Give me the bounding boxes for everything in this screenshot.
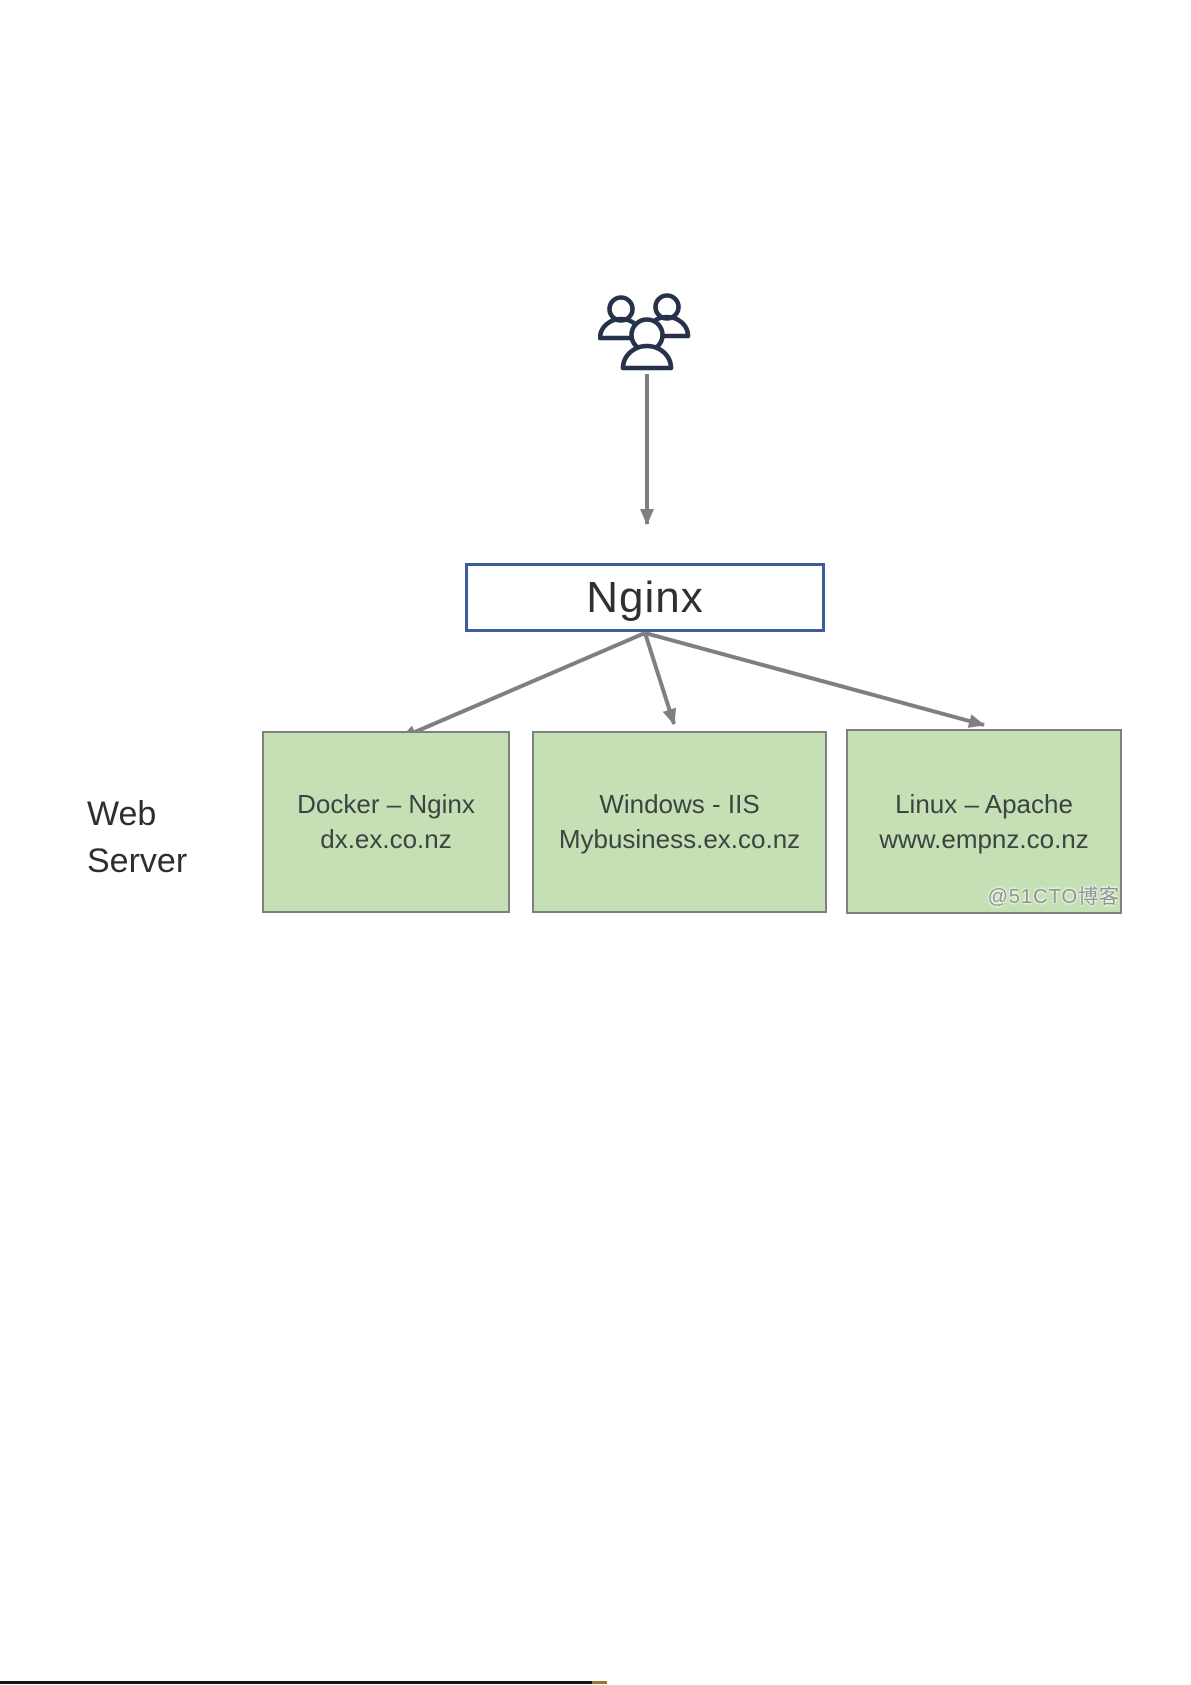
web-server-label-line1: Web	[87, 795, 157, 833]
web-server-label: Web Server	[87, 791, 187, 885]
user-body-front	[620, 343, 674, 371]
nginx-node: Nginx	[465, 563, 825, 632]
server-domain: www.empnz.co.nz	[879, 823, 1089, 854]
server-domain: Mybusiness.ex.co.nz	[558, 824, 801, 854]
bottom-edge-bar	[0, 1681, 607, 1684]
arrow-nginx-to-linux	[644, 631, 985, 728]
bottom-edge-bar-tip	[592, 1681, 607, 1684]
server-node-docker-nginx: Docker – Nginx dx.ex.co.nz	[262, 731, 510, 913]
web-server-label-line2: Server	[87, 842, 188, 880]
arrow-nginx-to-windows	[643, 632, 677, 725]
arrow-nginx-to-docker	[400, 631, 646, 740]
server-node-linux-apache: Linux – Apache www.empnz.co.nz	[846, 729, 1122, 914]
server-domain: dx.ex.co.nz	[320, 824, 452, 854]
nginx-node-label: Nginx	[586, 572, 704, 622]
server-title: Linux – Apache	[895, 788, 1073, 819]
server-title: Windows - IIS	[599, 789, 760, 819]
users-icon	[598, 293, 691, 371]
server-node-windows-iis: Windows - IIS Mybusiness.ex.co.nz	[532, 731, 827, 913]
watermark-51cto: @51CTO博客	[987, 886, 1120, 908]
server-title: Docker – Nginx	[297, 789, 475, 819]
